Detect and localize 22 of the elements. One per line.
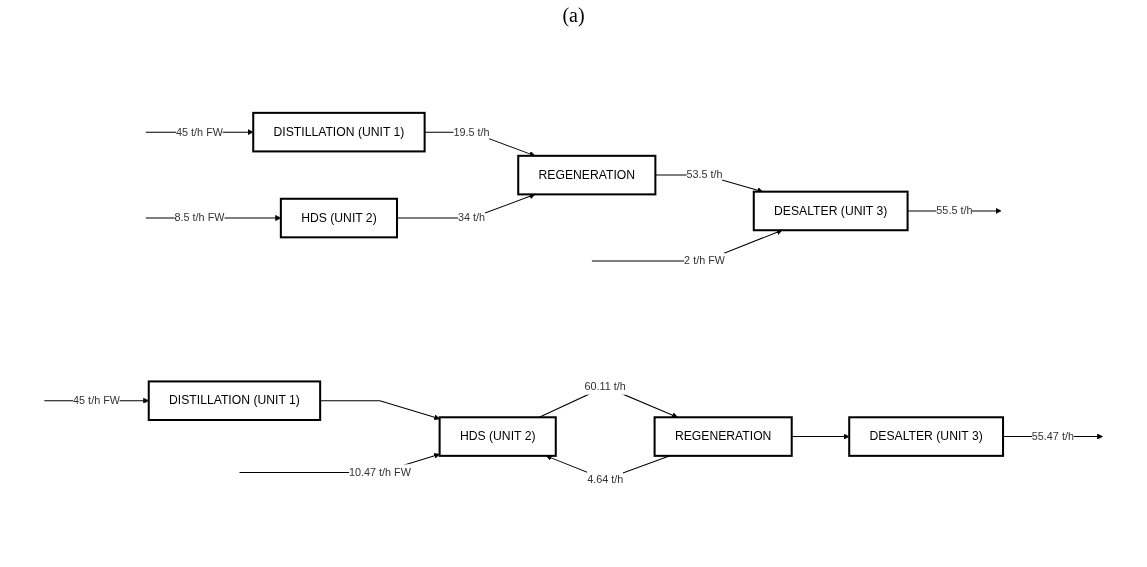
edge-label: 55.5 t/h — [936, 205, 973, 217]
edge-label: 60.11 t/h — [584, 380, 626, 393]
edge-label: 8.5 t/h FW — [174, 212, 225, 224]
node-box: DISTILLATION (UNIT 1) — [252, 112, 426, 153]
edge-label: 2 t/h FW — [684, 255, 726, 267]
node-box: DESALTER (UNIT 3) — [752, 190, 909, 232]
edge-label: 55.47 t/h — [1031, 430, 1074, 443]
edge-label: 53.5 t/h — [686, 169, 723, 181]
arrow — [791, 433, 850, 440]
panel-label: (a) — [562, 4, 585, 26]
edge-label: 45 t/h FW — [176, 126, 223, 138]
node-box: HDS (UNIT 2) — [438, 416, 557, 458]
edge-label: 4.64 t/h — [587, 473, 624, 486]
edge-label: 34 t/h — [457, 212, 485, 224]
node-box: REGENERATION — [517, 155, 657, 196]
node-box: DESALTER (UNIT 3) — [848, 416, 1005, 458]
node-box: REGENERATION — [653, 416, 793, 458]
node-box: DISTILLATION (UNIT 1) — [147, 380, 322, 422]
edge-label: 45 t/h FW — [73, 394, 120, 407]
node-box: HDS (UNIT 2) — [279, 198, 398, 239]
edge-label: 19.5 t/h — [453, 126, 490, 138]
edge-label: 10.47 t/h FW — [348, 466, 411, 479]
